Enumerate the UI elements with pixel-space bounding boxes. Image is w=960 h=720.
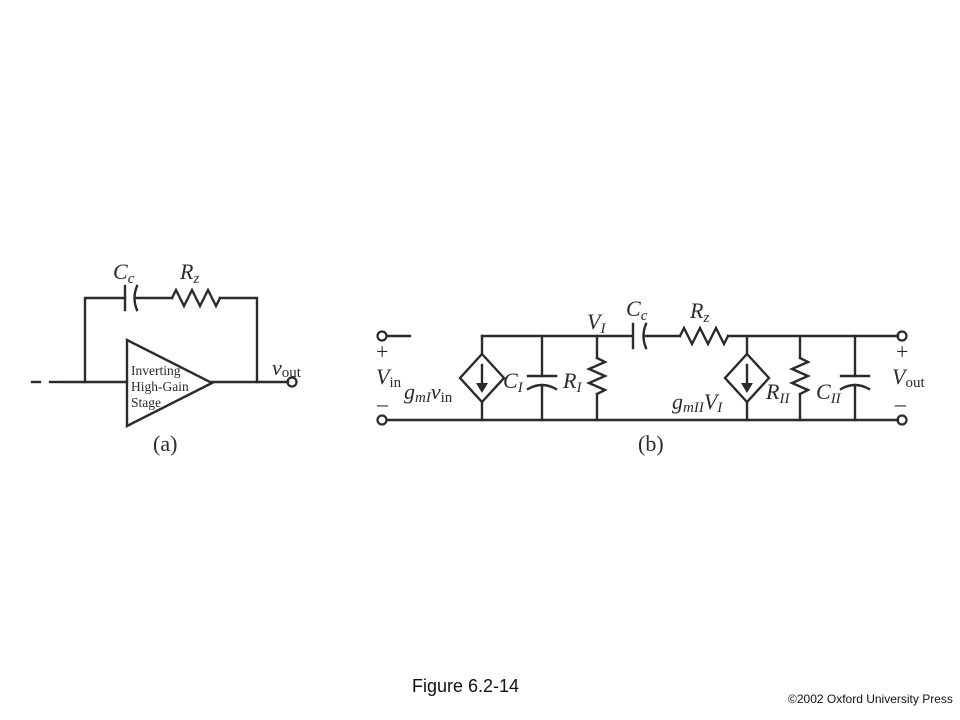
vin-label: Vin bbox=[376, 364, 402, 391]
c1-label: CI bbox=[503, 368, 524, 396]
circuit-b: + Vin – gmIvin CI RI VI Cc Rz gmIIVI RII… bbox=[376, 296, 925, 456]
rz-resistor bbox=[170, 287, 222, 309]
r1-resistor bbox=[586, 356, 608, 396]
output-terminal bbox=[286, 376, 298, 388]
vin-plus-sign: + bbox=[376, 339, 388, 364]
amplifier-label-line2: High-Gain bbox=[131, 379, 189, 394]
feedback-wire-right bbox=[218, 296, 259, 384]
gm1-label: gmIvin bbox=[404, 379, 453, 406]
r2-resistor bbox=[789, 356, 811, 396]
v1-label: VI bbox=[587, 309, 606, 337]
circuit-a-label: (a) bbox=[153, 431, 177, 456]
cc-b-label: Cc bbox=[626, 296, 648, 324]
vout-label: vout bbox=[272, 355, 302, 381]
r1-label: RI bbox=[562, 368, 582, 396]
cc-label: Cc bbox=[113, 259, 135, 287]
amplifier-label-line1: Inverting bbox=[131, 363, 181, 378]
amplifier-triangle bbox=[125, 338, 215, 428]
figure-caption: Figure 6.2-14 bbox=[412, 676, 520, 696]
rz-b-resistor bbox=[678, 325, 730, 347]
gm2-arrow-head-icon bbox=[741, 383, 753, 393]
rz-label: Rz bbox=[179, 259, 199, 287]
r2-label: RII bbox=[765, 379, 790, 407]
vin-minus-terminal bbox=[376, 414, 388, 426]
vout-minus-sign: – bbox=[894, 391, 907, 416]
vout-b-label: Vout bbox=[892, 364, 925, 391]
c2-label: CII bbox=[816, 379, 842, 407]
vout-plus-sign: + bbox=[896, 339, 908, 364]
vout-plus-terminal bbox=[896, 330, 908, 342]
rz-b-label: Rz bbox=[689, 298, 709, 326]
circuit-a: Inverting High-Gain Stage Cc Rz vout (a) bbox=[30, 259, 302, 456]
amplifier-label-line3: Stage bbox=[131, 395, 161, 410]
vout-minus-terminal bbox=[896, 414, 908, 426]
copyright-notice: ©2002 Oxford University Press bbox=[788, 692, 953, 706]
feedback-wire-left bbox=[83, 296, 127, 384]
gm2-label: gmIIVI bbox=[672, 389, 723, 416]
circuit-b-label: (b) bbox=[638, 431, 664, 456]
vin-minus-sign: – bbox=[376, 391, 389, 416]
gm1-arrow-head-icon bbox=[476, 383, 488, 393]
